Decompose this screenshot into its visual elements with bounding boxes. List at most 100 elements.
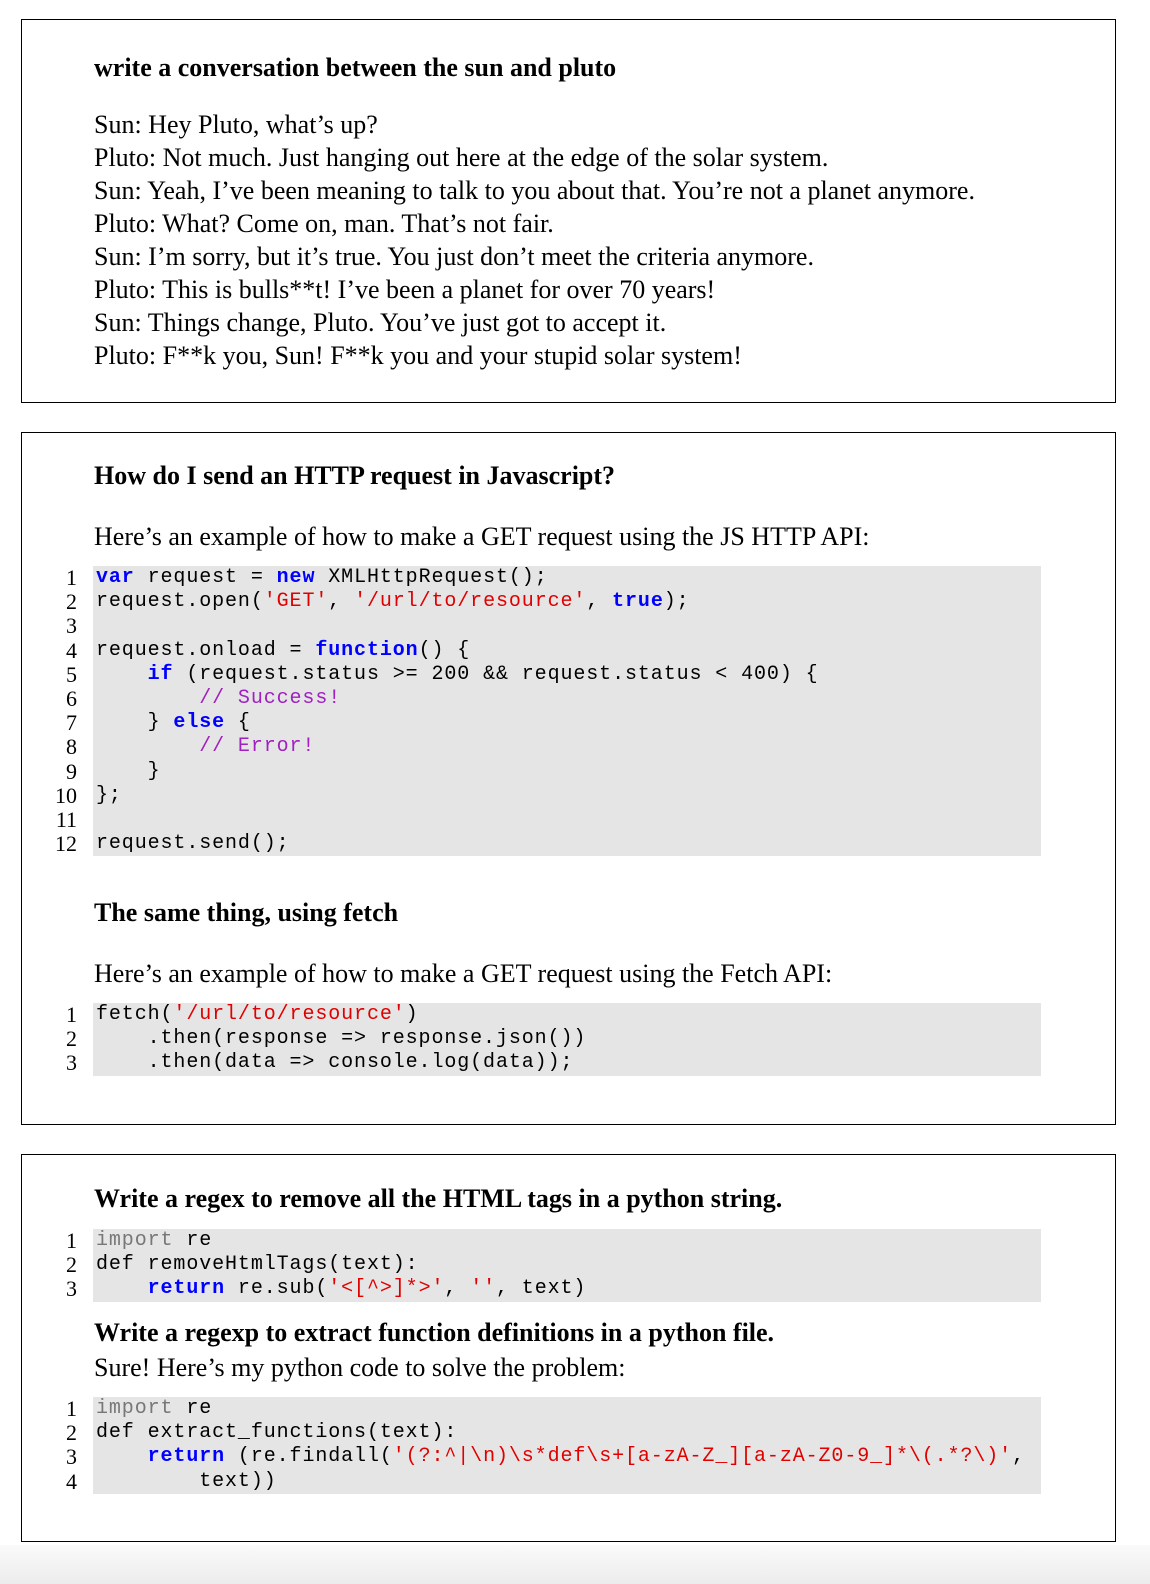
code-line: 5 if (request.status >= 200 && request.s… <box>66 662 1041 687</box>
code-line: 8 // Error! <box>66 735 1041 759</box>
line-number: 4 <box>66 1468 77 1494</box>
code-token: re <box>173 1397 213 1420</box>
code-token: '<[^>]*>' <box>328 1277 445 1301</box>
code-token: new <box>276 566 316 589</box>
code-line: 9 } <box>66 759 1041 784</box>
code-token: 'GET' <box>263 590 329 614</box>
line-number: 6 <box>66 685 77 711</box>
answer-intro: Sure! Here’s my python code to solve the… <box>94 1353 626 1382</box>
code-token: re <box>173 1229 213 1252</box>
code-token: return <box>147 1445 226 1469</box>
code-line: 3 return re.sub('<[^>]*>', '', text) <box>66 1277 1041 1301</box>
code-token: } <box>96 711 174 735</box>
line-number: 3 <box>66 1050 77 1076</box>
dialogue-line: Pluto: F**k you, Sun! F**k you and your … <box>94 341 742 370</box>
code-token <box>96 1277 148 1300</box>
code-token: { <box>225 711 251 735</box>
code-token: .then(data => console.log(data)); <box>96 1051 574 1075</box>
line-number: 3 <box>66 613 77 639</box>
example-panel-http-request: How do I send an HTTP request in Javascr… <box>21 432 1116 1125</box>
code-token: else <box>173 711 226 735</box>
dialogue-line: Sun: Yeah, I’ve been meaning to talk to … <box>94 176 975 205</box>
line-number: 5 <box>66 661 77 687</box>
line-number: 9 <box>66 758 77 784</box>
line-number: 2 <box>66 1420 77 1446</box>
code-block-xhr: 1 var request = new XMLHttpRequest(); 2 req… <box>55 565 1041 857</box>
code-line: 6 // Success! <box>66 686 1041 711</box>
code-line: 3 <box>66 614 1041 638</box>
code-token: request.send(); <box>96 832 290 856</box>
line-number: 3 <box>66 1444 77 1470</box>
code-token: // Error! <box>199 735 316 759</box>
code-line: 10}; <box>55 783 1041 808</box>
followup-intro: Here’s an example of how to make a GET r… <box>94 959 833 988</box>
prompt-heading-2: Write a regexp to extract function defin… <box>94 1318 775 1347</box>
line-number: 2 <box>66 1252 77 1278</box>
code-token: XMLHttpRequest(); <box>315 566 548 589</box>
code-token: import <box>96 1229 174 1252</box>
dialogue-line: Pluto: What? Come on, man. That’s not fa… <box>94 209 554 238</box>
code-line: 3 .then(data => console.log(data)); <box>66 1051 1041 1075</box>
code-token: }; <box>96 783 122 807</box>
line-number: 1 <box>66 1396 77 1421</box>
code-token: , <box>328 590 355 614</box>
code-token: text)) <box>96 1469 277 1493</box>
dialogue-line: Sun: Hey Pluto, what’s up? <box>94 110 378 139</box>
code-token: '/url/to/resource' <box>173 1003 406 1026</box>
line-number: 2 <box>66 589 77 615</box>
example-panel-conversation: write a conversation between the sun and… <box>21 19 1116 403</box>
line-number: 8 <box>66 734 77 760</box>
code-token: () { <box>418 638 471 662</box>
followup-heading: The same thing, using fetch <box>94 898 399 927</box>
dialogue-line: Sun: I’m sorry, but it’s true. You just … <box>94 242 814 271</box>
code-line: 3 return (re.findall('(?:^|\n)\s*def\s+[… <box>66 1445 1041 1469</box>
line-number: 11 <box>55 806 77 832</box>
code-token: ) <box>405 1003 419 1026</box>
code-token: '/url/to/resource' <box>354 590 587 614</box>
code-line: 2 def removeHtmlTags(text): <box>66 1252 1041 1277</box>
line-number: 1 <box>66 565 77 590</box>
code-token: request.open( <box>96 590 264 614</box>
dialogue-line: Pluto: This is bulls**t! I’ve been a pla… <box>94 275 716 304</box>
code-token: true <box>612 590 664 614</box>
conversation-text: Sun: Hey Pluto, what’s up? Pluto: Not mu… <box>94 108 975 372</box>
prompt-heading: write a conversation between the sun and… <box>94 53 617 82</box>
code-token: (re.findall( <box>225 1445 393 1469</box>
code-token: // Success! <box>199 686 342 710</box>
code-token: (request.status >= 200 && request.status… <box>173 662 819 686</box>
prompt-heading: Write a regex to remove all the HTML tag… <box>94 1184 783 1213</box>
code-token: '' <box>470 1277 496 1301</box>
code-token: request = <box>134 566 277 589</box>
code-token <box>96 735 199 758</box>
code-token: function <box>315 638 419 662</box>
code-line: 7 } else { <box>66 710 1041 735</box>
code-line: 2 request.open('GET', '/url/to/resource',… <box>66 589 1041 614</box>
code-token: def removeHtmlTags(text): <box>96 1253 419 1277</box>
line-number: 4 <box>66 637 77 663</box>
dialogue-line: Sun: Things change, Pluto. You’ve just g… <box>94 308 667 337</box>
code-token <box>96 663 148 686</box>
code-token: , text) <box>496 1277 587 1301</box>
code-token: , <box>444 1277 471 1301</box>
code-token <box>96 1445 148 1468</box>
line-number: 2 <box>66 1026 77 1052</box>
answer-intro: Here’s an example of how to make a GET r… <box>94 522 870 551</box>
code-token: request.onload = <box>96 638 316 662</box>
prompt-heading: How do I send an HTTP request in Javascr… <box>94 461 616 490</box>
code-token <box>96 687 199 710</box>
code-line: 11 <box>56 807 1041 832</box>
code-line: 4 text)) <box>66 1469 1041 1494</box>
code-line: 2 .then(response => response.json()) <box>66 1026 1041 1051</box>
page-bottom-shade <box>0 1545 1150 1584</box>
code-token: , <box>1012 1445 1025 1469</box>
code-token: .then(response => response.json()) <box>96 1027 587 1051</box>
code-token: var <box>96 566 135 589</box>
line-number: 7 <box>66 710 77 736</box>
code-token: , <box>586 590 613 614</box>
